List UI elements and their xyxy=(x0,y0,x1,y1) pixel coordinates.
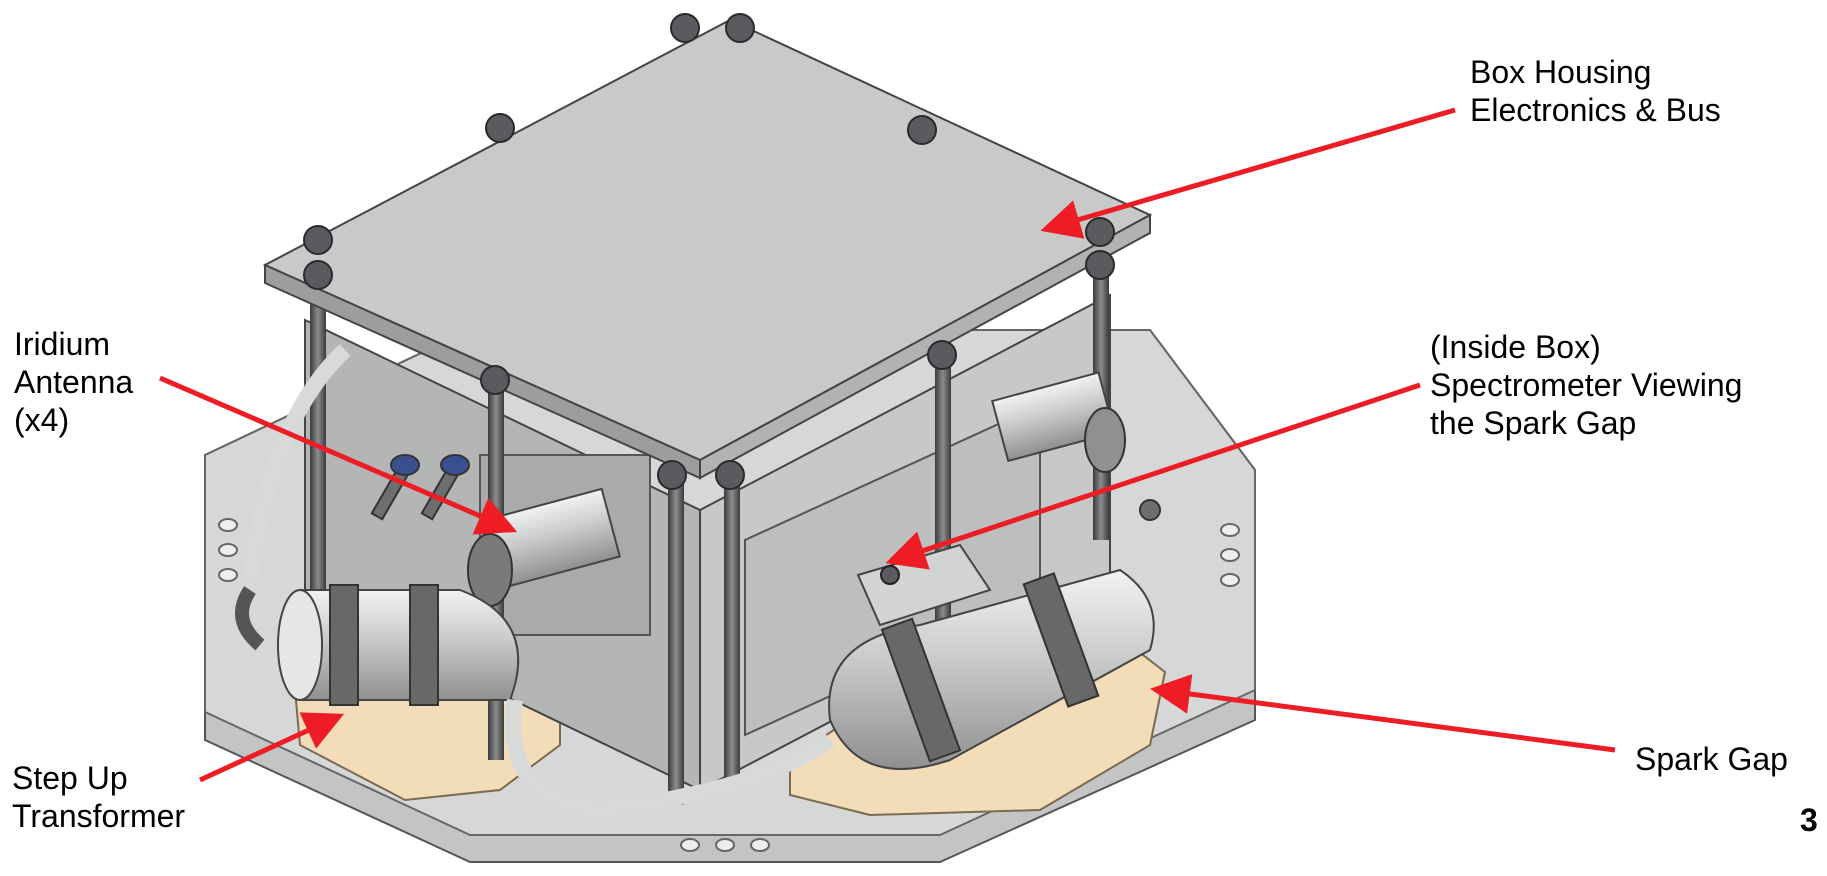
label-spectrometer: (Inside Box) Spectrometer Viewing the Sp… xyxy=(1430,329,1743,441)
spark-gap xyxy=(828,568,1155,770)
lid-nuts xyxy=(303,13,1115,490)
page-number: 3 xyxy=(1800,802,1818,838)
label-box-housing: Box Housing Electronics & Bus xyxy=(1470,54,1721,128)
label-spark-gap: Spark Gap xyxy=(1635,741,1788,777)
tubing xyxy=(242,344,835,819)
label-step-up-transformer: Step Up Transformer xyxy=(12,760,186,834)
arrow-spectrometer xyxy=(885,382,1421,570)
arrow-spark-gap xyxy=(1150,674,1616,753)
annotation-arrows xyxy=(159,107,1616,783)
arrow-iridium xyxy=(159,375,518,535)
label-iridium-antenna: Iridium Antenna (x4) xyxy=(14,326,134,438)
arrow-box-housing xyxy=(1040,107,1456,239)
arrow-step-up xyxy=(198,712,345,783)
step-up-transformer xyxy=(235,584,520,706)
